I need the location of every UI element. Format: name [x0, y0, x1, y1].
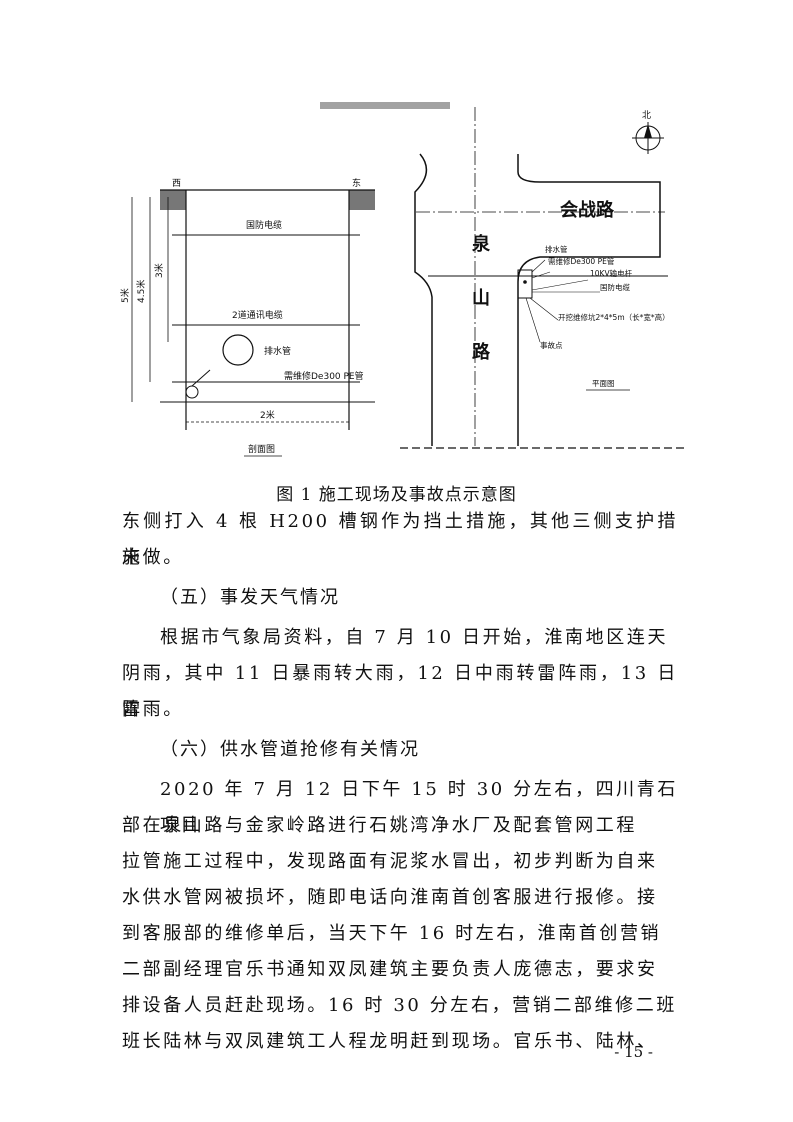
north-label: 北 — [642, 110, 651, 121]
quanshan-road-east-edge — [517, 154, 661, 446]
quanshan-road-west-edge — [414, 153, 433, 446]
paragraph-3-line-7: 排设备人员赶赴现场。16 时 30 分左右，营销二部维修二班 — [122, 995, 677, 1016]
dim-5m-label: 5米 — [120, 288, 131, 303]
dim-2m-label: 2米 — [260, 409, 275, 421]
section-paishui-label: 排水管 — [264, 345, 291, 357]
smudged-title — [320, 102, 450, 109]
section-view-name: 剖面图 — [248, 443, 275, 455]
section-east-label: 东 — [352, 177, 361, 189]
paragraph-2-line-2: 阴雨，其中 11 日暴雨转大雨，12 日中雨转雷阵雨，13 日雷 — [122, 663, 678, 720]
diagram-svg: 西 东 国防电缆 2道通讯电缆 排水管 需维修De300 PE管 — [120, 102, 688, 457]
figure-caption: 图 1 施工现场及事故点示意图 — [276, 485, 517, 505]
plan-accident-label: 事故点 — [540, 340, 563, 350]
section-de300-label: 需维修De300 PE管 — [284, 370, 364, 382]
section-tongxun-label: 2道通讯电缆 — [232, 309, 283, 321]
section-guofang-label: 国防电缆 — [246, 219, 282, 231]
dim-3m-label: 3米 — [153, 263, 165, 278]
quanshan-road-char2: 山 — [472, 288, 490, 309]
leader-6 — [525, 297, 541, 343]
drain-pipe-circle — [222, 334, 254, 366]
soil-hatch-east — [349, 190, 375, 210]
plan-view-name: 平面图 — [592, 379, 615, 388]
paragraph-3-line-8: 班长陆林与双凤建筑工人程龙明赶到现场。官乐书、陆林、 — [122, 1031, 658, 1052]
paragraph-1-line-1: 东侧打入 4 根 H200 槽钢作为挡土措施，其他三侧支护措施 — [122, 511, 678, 568]
section-west-label: 西 — [172, 178, 181, 189]
pe-pipe-leader — [191, 369, 211, 387]
paragraph-3-line-2: 部在泉山路与金家岭路进行石姚湾净水厂及配套管网工程 — [122, 815, 637, 836]
north-arrow-icon — [632, 122, 664, 154]
paragraph-3-line-6: 二部副经理官乐书通知双凤建筑主要负责人庞德志，要求安 — [122, 959, 658, 980]
accident-point — [523, 280, 527, 284]
huizhan-road-label: 会战路 — [560, 199, 615, 221]
plan-pit-label: 开挖维修坑2*4*5m（长*宽*高） — [558, 312, 670, 322]
plan-pole-label: 10KV输电杆 — [590, 268, 633, 278]
paragraph-3-line-4: 水供水管网被损坏，随即电话向淮南首创客服进行报修。接 — [122, 887, 658, 908]
paragraph-1-line-2: 未做。 — [122, 547, 184, 568]
plan-paishui-label: 排水管 — [545, 244, 568, 254]
dim-45m-label: 4.5米 — [135, 280, 147, 303]
section-heading-weather: （五）事发天气情况 — [160, 587, 340, 608]
page-number: - 15 - — [614, 1043, 653, 1061]
plan-guofang-label: 国防电缆 — [600, 282, 630, 292]
leader-2 — [531, 271, 551, 279]
quanshan-road-char1: 泉 — [472, 233, 491, 255]
leader-1 — [531, 259, 546, 273]
leader-5 — [529, 297, 559, 321]
paragraph-3-line-3: 拉管施工过程中，发现路面有泥浆水冒出，初步判断为自来 — [122, 851, 658, 872]
paragraph-2-line-1: 根据市气象局资料，自 7 月 10 日开始，淮南地区连天 — [160, 627, 669, 648]
paragraph-3-line-5: 到客服部的维修单后，当天下午 16 时左右，淮南首创营销 — [122, 923, 662, 944]
paragraph-3-line-1: 2020 年 7 月 12 日下午 15 时 30 分左右，四川青石项目 — [160, 779, 678, 836]
soil-hatch-west — [160, 190, 186, 210]
repair-pit — [517, 269, 533, 299]
section-view: 西 东 国防电缆 2道通讯电缆 排水管 需维修De300 PE管 — [120, 177, 375, 457]
quanshan-road-char3: 路 — [472, 341, 491, 363]
leader-3 — [531, 279, 589, 291]
section-heading-repair: （六）供水管道抢修有关情况 — [160, 739, 420, 760]
paragraph-2-line-3: 阵雨。 — [122, 699, 184, 720]
pe-pipe-circle — [185, 385, 199, 399]
plan-view: 会战路 泉 山 路 北 排水管 — [400, 107, 688, 449]
site-diagram: 西 东 国防电缆 2道通讯电缆 排水管 需维修De300 PE管 — [120, 92, 688, 464]
plan-de300-label: 需维修De300 PE管 — [548, 256, 615, 266]
